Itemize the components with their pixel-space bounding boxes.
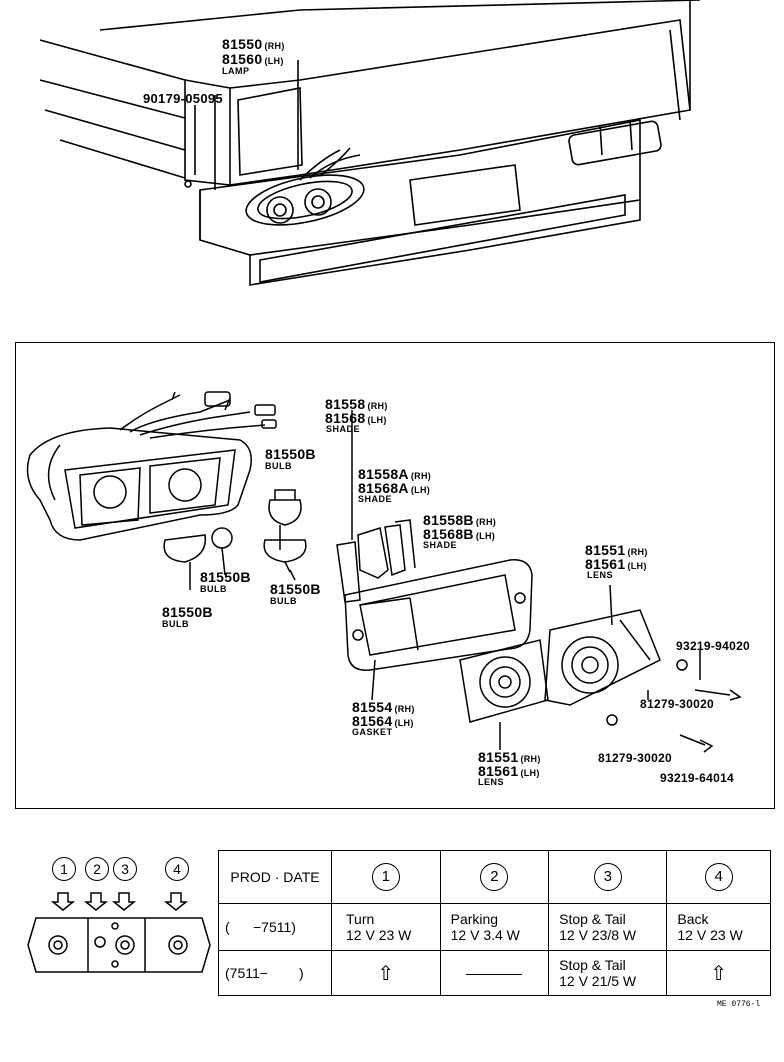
bulb-left-number: 81550B — [162, 604, 213, 620]
bulb-left-name: BULB — [162, 619, 189, 629]
dash-line-icon — [466, 973, 523, 975]
up-arrow-icon: ⇧ — [377, 962, 395, 985]
row2-col1: ⇧ — [331, 950, 441, 996]
bulb-right-name: BULB — [270, 596, 297, 606]
header-col-4: 4 — [666, 850, 771, 904]
bulb-mid-name: BULB — [200, 584, 227, 594]
shade1-lh-number: 81568(LH) — [325, 410, 387, 426]
lens-top-rh-number: 81551(RH) — [585, 542, 648, 558]
header-col-2: 2 — [439, 850, 550, 904]
screw-number-top: 90179-05095 — [143, 91, 223, 106]
lamp-rh-number: 81550(RH) — [222, 36, 285, 52]
up-arrow-icon: ⇧ — [710, 962, 728, 985]
lamp-lh-number: 81560(LH) — [222, 51, 284, 67]
vehicle-rear-illustration — [39, 0, 701, 286]
bulb-mid-number: 81550B — [200, 569, 251, 585]
header-col-3: 3 — [548, 850, 668, 904]
gasket-lh-number: 81564(LH) — [352, 713, 414, 729]
shadeA-lh-number: 81568A(LH) — [358, 480, 431, 496]
lens-bot-name: LENS — [478, 777, 505, 787]
legend-arrow-3 — [111, 892, 137, 911]
washer-bot-number: 81279-30020 — [598, 751, 673, 765]
header-prod-date: PROD · DATE — [218, 850, 332, 904]
gasket-rh-number: 81554(RH) — [352, 699, 415, 715]
row2-date: (7511− ) — [218, 950, 332, 996]
shadeA-rh-number: 81558A(RH) — [358, 466, 432, 482]
legend-arrow-4 — [163, 892, 189, 911]
shade1-rh-number: 81558(RH) — [325, 396, 388, 412]
lens-top-name: LENS — [587, 570, 614, 580]
legend-marker-3: 3 — [113, 857, 137, 881]
shade1-name: SHADE — [326, 424, 361, 434]
bulb-top-name: BULB — [265, 461, 292, 471]
lens-top-lh-number: 81561(LH) — [585, 556, 647, 572]
bulb-right-number: 81550B — [270, 581, 321, 597]
screw-bot-number: 93219-64014 — [660, 771, 735, 785]
lens-bot-rh-number: 81551(RH) — [478, 749, 541, 765]
legend-marker-2: 2 — [85, 857, 109, 881]
shadeA-name: SHADE — [358, 494, 393, 504]
shadeB-lh-number: 81568B(LH) — [423, 526, 496, 542]
legend-arrow-2 — [83, 892, 109, 911]
header-col-1: 1 — [331, 850, 441, 904]
row2-col4: ⇧ — [666, 950, 771, 996]
exploded-view-frame — [15, 342, 775, 809]
screw-top-number: 93219-94020 — [676, 639, 751, 653]
shadeB-rh-number: 81558B(RH) — [423, 512, 497, 528]
exploded-view-drawing — [26, 391, 742, 753]
lens-bot-lh-number: 81561(LH) — [478, 763, 540, 779]
row2-col2 — [439, 950, 550, 996]
bulb-top-number: 81550B — [265, 446, 316, 462]
footer-code: ME 0776-l — [717, 1000, 761, 1009]
legend-marker-4: 4 — [165, 857, 189, 881]
lamp-name: LAMP — [222, 66, 250, 76]
row1-date: ( −7511) — [218, 903, 332, 951]
legend-marker-1: 1 — [52, 857, 76, 881]
washer-top-number: 81279-30020 — [640, 697, 715, 711]
shadeB-name: SHADE — [423, 540, 458, 550]
gasket-name: GASKET — [352, 727, 393, 737]
legend-arrow-1 — [50, 892, 76, 911]
table-header-row: PROD · DATE 1 2 3 4 — [218, 850, 771, 904]
